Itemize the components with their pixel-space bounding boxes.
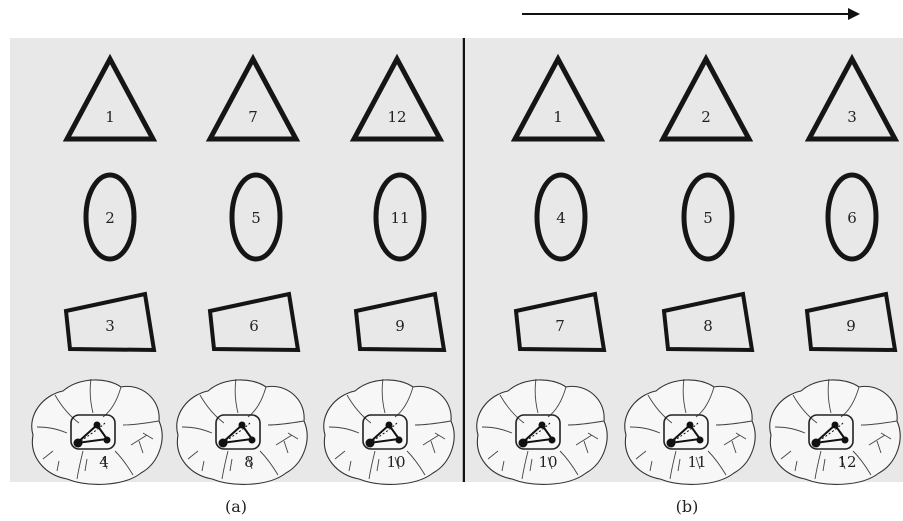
triangle-shape	[658, 53, 754, 142]
triangle-shape	[804, 53, 900, 142]
tooth-drawing	[768, 378, 902, 486]
tooth-label: 12	[837, 453, 856, 471]
panel-b-column-3: 3 6 9 12	[768, 53, 902, 486]
triangle-shape	[62, 53, 158, 142]
panel-b-column-1: 1 4 7 10	[475, 53, 609, 486]
trapezoid-label: 9	[395, 317, 405, 335]
tooth-label: 10	[386, 453, 405, 471]
triangle-label: 1	[105, 108, 115, 126]
triangle-label: 1	[553, 108, 563, 126]
panel-a-caption: (a)	[225, 497, 247, 516]
ellipse-label: 11	[390, 209, 409, 227]
ellipse-shape	[83, 172, 137, 262]
trapezoid-shape	[63, 291, 157, 353]
tooth-label: 8	[244, 453, 254, 471]
trapezoid-shape	[207, 291, 301, 353]
trapezoid-label: 7	[555, 317, 565, 335]
ellipse-label: 2	[105, 209, 115, 227]
triangle-shape	[205, 53, 301, 142]
triangle-label: 12	[387, 108, 406, 126]
triangle-label: 7	[248, 108, 258, 126]
ellipse-label: 4	[556, 209, 566, 227]
trapezoid-shape	[804, 291, 898, 353]
tooth-label: 11	[687, 453, 706, 471]
ellipse-shape	[681, 172, 735, 262]
ellipse-shape	[534, 172, 588, 262]
trapezoid-label: 8	[703, 317, 713, 335]
trapezoid-label: 3	[105, 317, 115, 335]
panel-b-caption: (b)	[676, 497, 699, 516]
triangle-shape	[510, 53, 606, 142]
panel-a-column-2: 7 5 6 8	[175, 53, 309, 486]
tooth-drawing	[175, 378, 309, 486]
direction-arrow	[522, 8, 860, 20]
ellipse-label: 5	[703, 209, 713, 227]
triangle-shape	[349, 53, 445, 142]
trapezoid-shape	[353, 291, 447, 353]
panel-a-column-3: 12 11 9 10	[322, 53, 456, 486]
ellipse-shape	[825, 172, 879, 262]
trapezoid-label: 9	[846, 317, 856, 335]
ellipse-shape	[373, 172, 427, 262]
ellipse-shape	[229, 172, 283, 262]
tooth-label: 4	[99, 453, 109, 471]
triangle-label: 3	[847, 108, 857, 126]
panel-b: 1 4 7 10 2 5 8 11 3 6 9 12	[465, 38, 903, 486]
panel-a-column-1: 1 2 3 4	[30, 53, 164, 486]
panel-b-column-2: 2 5 8 11	[623, 53, 757, 486]
ellipse-label: 6	[847, 209, 857, 227]
tooth-label: 10	[538, 453, 557, 471]
tooth-drawing	[30, 378, 164, 486]
triangle-label: 2	[701, 108, 711, 126]
trapezoid-shape	[661, 291, 755, 353]
trapezoid-label: 6	[249, 317, 259, 335]
panel-a: 1 2 3 4 7 5 6 8 12 11 9 10	[10, 38, 463, 486]
ellipse-label: 5	[251, 209, 261, 227]
trapezoid-shape	[513, 291, 607, 353]
